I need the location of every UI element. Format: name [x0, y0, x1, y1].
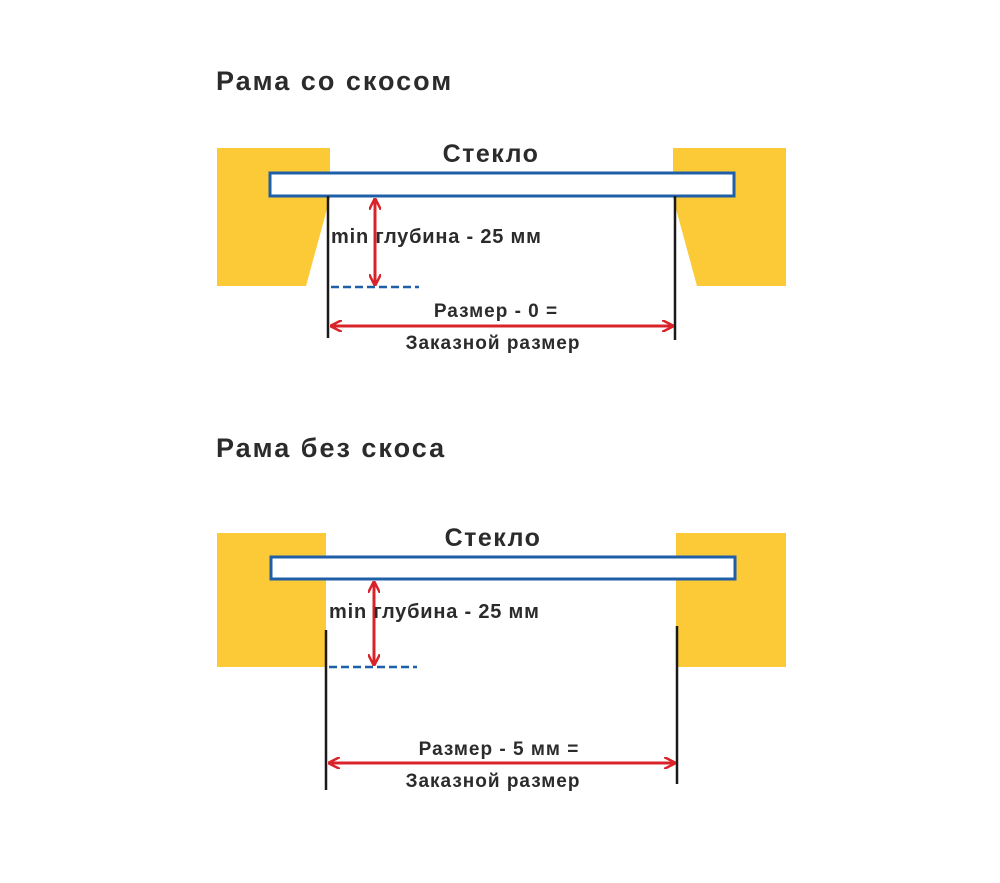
right-frame-straight: [676, 533, 786, 667]
diagram-1-title: Рама со скосом: [216, 66, 454, 96]
size-label-line1: Размер - 5 мм =: [419, 739, 580, 760]
glass-label: Стекло: [445, 524, 542, 552]
depth-label: min глубина - 25 мм: [331, 226, 542, 248]
glass-pane: [269, 555, 737, 581]
right-frame-beveled: [673, 148, 786, 286]
left-frame-beveled: [217, 148, 330, 286]
depth-label: min глубина - 25 мм: [329, 601, 540, 623]
left-frame-straight: [217, 533, 326, 667]
diagram-1: Стекло min глубина - 25 мм Размер - 0 = …: [217, 140, 786, 354]
diagram-2: Стекло min глубина - 25 мм Размер - 5 мм…: [217, 524, 786, 792]
size-label-line1: Размер - 0 =: [434, 301, 558, 322]
diagram-2-title: Рама без скоса: [216, 433, 447, 463]
glass-label: Стекло: [443, 140, 540, 168]
size-label-line2: Заказной размер: [406, 333, 581, 354]
glass-pane: [268, 171, 736, 198]
size-label-line2: Заказной размер: [406, 771, 581, 792]
